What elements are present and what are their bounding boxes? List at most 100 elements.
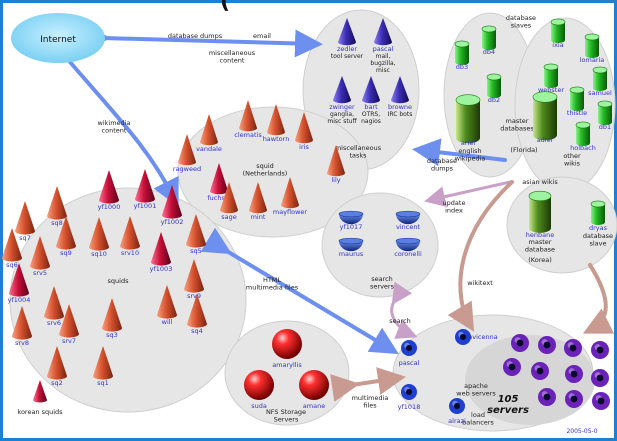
- arrow-internet-squids: [68, 60, 179, 208]
- search-server-yf1017: [338, 210, 364, 225]
- lb-label-yf1018: yf1018: [398, 403, 421, 411]
- nl-squid-hawtorn: [267, 104, 285, 136]
- apache-web-server-4: [591, 341, 609, 359]
- squid-label-srv7: srv7: [62, 337, 76, 345]
- label-database-dumps: database dumps: [168, 32, 223, 40]
- db-label-db4: db4: [483, 48, 495, 56]
- squid-srv10: [120, 216, 140, 250]
- db-label-ariel: ariel: [461, 139, 475, 147]
- heading-fragment: (: [220, 0, 230, 14]
- db-label-thistle: thistle: [567, 109, 587, 117]
- squid-label-srv6: srv6: [47, 319, 61, 327]
- task-desc-zedler: tool server: [331, 53, 364, 60]
- lb-label-alrazi: alrazi: [448, 417, 466, 425]
- netherlands-title: squid(Netherlands): [243, 162, 288, 177]
- internet-node: [11, 13, 105, 63]
- task-desc-bart: OTRS,nagios: [361, 111, 381, 125]
- apache-servers-label: servers: [487, 405, 529, 416]
- task-desc-pascal: mail,bugzilla,misc: [370, 53, 395, 74]
- search-server-vincent: [395, 210, 421, 225]
- search-label-maurus: maurus: [339, 250, 364, 258]
- squid-label-sq8: sq8: [51, 219, 63, 227]
- nl-squid-mint: [249, 182, 267, 214]
- squid-sq1: [93, 346, 113, 380]
- nl-label-mayflower: mayflower: [273, 208, 308, 216]
- squid-sq6: [2, 228, 22, 262]
- db-label-webster: webster: [538, 86, 564, 94]
- korean-squids-label: korean squids: [17, 408, 63, 416]
- task-server-browne: [391, 76, 409, 104]
- nl-squid-clematis: [239, 100, 257, 132]
- search-server-maurus: [338, 237, 364, 252]
- db-db4: [481, 25, 497, 51]
- squid-sq8: [47, 186, 67, 220]
- load-balancer-pascal: [401, 340, 417, 356]
- squid-label-srv8: srv8: [15, 339, 29, 347]
- load-balancer-avicenna: [455, 329, 471, 345]
- nl-label-vandale: vandale: [196, 145, 222, 153]
- apache-inner-bg: [465, 335, 595, 425]
- nl-label-ragweed: ragweed: [173, 165, 201, 173]
- squid-label-sq6: sq6: [6, 261, 18, 269]
- arrow-db-tasks: [412, 138, 507, 167]
- apache-web-server-9: [538, 388, 556, 406]
- squid-yf1000: [99, 170, 119, 204]
- nl-label-sage: sage: [221, 213, 237, 221]
- apache-web-server-6: [531, 362, 549, 380]
- task-desc-browne: IRC bots: [388, 111, 413, 118]
- search-label-yf1017: yf1017: [340, 223, 363, 231]
- squid-label-sq3: sq3: [106, 331, 118, 339]
- label-search: search: [389, 317, 411, 325]
- search-label-vincent: vincent: [396, 223, 420, 231]
- squids-cluster-bg: [9, 187, 247, 413]
- search-server-coronelli: [395, 237, 421, 252]
- task-name-bart: bart: [364, 103, 378, 111]
- lb-label-avicenna: avicenna: [468, 333, 497, 341]
- nl-label-clematis: clematis: [234, 131, 262, 139]
- db-ixia: [550, 18, 566, 44]
- label-email: email: [253, 32, 271, 40]
- nl-squid-sage: [220, 182, 238, 214]
- nfs-label-amaryllis: amaryllis: [272, 361, 302, 369]
- squid-srv8: [12, 306, 32, 340]
- label-wikitext: wikitext: [467, 279, 493, 287]
- asian-korea-label: (Korea): [528, 256, 552, 264]
- footer-date: 2005-05-0: [566, 428, 597, 435]
- search-label-coronelli: coronelli: [394, 250, 422, 258]
- squid-sq7: [15, 201, 35, 235]
- nl-squid-mayflower: [281, 177, 299, 209]
- nl-label-hawtorn: hawtorn: [263, 135, 290, 143]
- task-server-pascal: [374, 18, 392, 46]
- task-name-browne: browne: [388, 103, 412, 111]
- nl-squid-ragweed: [178, 134, 196, 166]
- squid-sq10: [89, 217, 109, 251]
- squid-label-sq7: sq7: [19, 234, 31, 242]
- arrow-nfs-apache: [330, 367, 406, 402]
- squid-label-sq4: sq4: [191, 327, 203, 335]
- apache-count: 105: [498, 394, 519, 405]
- nfs-label-amane: amane: [303, 402, 325, 410]
- nfs-server-suda: [244, 370, 274, 400]
- korean-squid: [33, 380, 47, 403]
- squid-label-sq1: sq1: [97, 379, 109, 387]
- asian-henbane-label: henbane: [526, 231, 554, 239]
- task-name-pascal: pascal: [373, 45, 394, 53]
- squid-sq9: [56, 216, 76, 250]
- apache-web-server-10: [565, 390, 583, 408]
- asian-title: asian wikis: [522, 178, 558, 186]
- squid-label-srv10: srv10: [121, 249, 139, 257]
- squid-label-yf1000: yf1000: [98, 203, 121, 211]
- task-name-zwinger: zwinger: [329, 103, 355, 111]
- squid-sq4: [187, 294, 207, 328]
